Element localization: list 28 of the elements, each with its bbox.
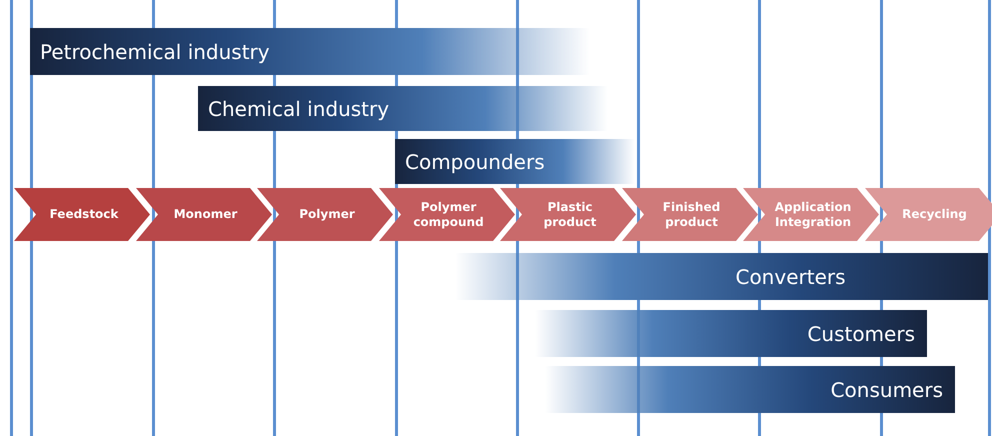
bar-label: Customers <box>807 322 915 346</box>
chevron-step <box>378 188 514 241</box>
stakeholder-bar <box>535 310 927 357</box>
bar-label: Compounders <box>405 150 545 174</box>
step-label: Application Integration <box>774 198 852 231</box>
chevron-step <box>136 188 272 241</box>
bar-label: Petrochemical industry <box>40 40 270 64</box>
step-label: Recycling <box>901 206 968 223</box>
step-label: Monomer <box>172 206 238 223</box>
bar-label: Chemical industry <box>208 96 390 120</box>
step-label: Feedstock <box>48 206 120 223</box>
chevron-step <box>864 188 992 241</box>
stakeholder-bar <box>198 86 608 131</box>
chevron-step <box>500 188 636 241</box>
bar-label: Converters <box>735 264 846 288</box>
chevron-step <box>743 188 879 241</box>
step-label: Polymer <box>298 206 356 223</box>
stakeholder-bar <box>30 28 590 75</box>
chevron-step <box>14 188 150 241</box>
chevron-step <box>622 188 758 241</box>
stakeholder-bar <box>545 366 955 413</box>
step-label: Polymer compound <box>412 198 485 230</box>
bar-label: Consumers <box>830 378 943 402</box>
stakeholder-bar <box>455 253 988 300</box>
stakeholder-bar <box>395 139 635 184</box>
step-label: Finished product <box>662 198 722 230</box>
step-label: Plastic product <box>542 198 598 230</box>
chevron-step <box>257 188 393 241</box>
